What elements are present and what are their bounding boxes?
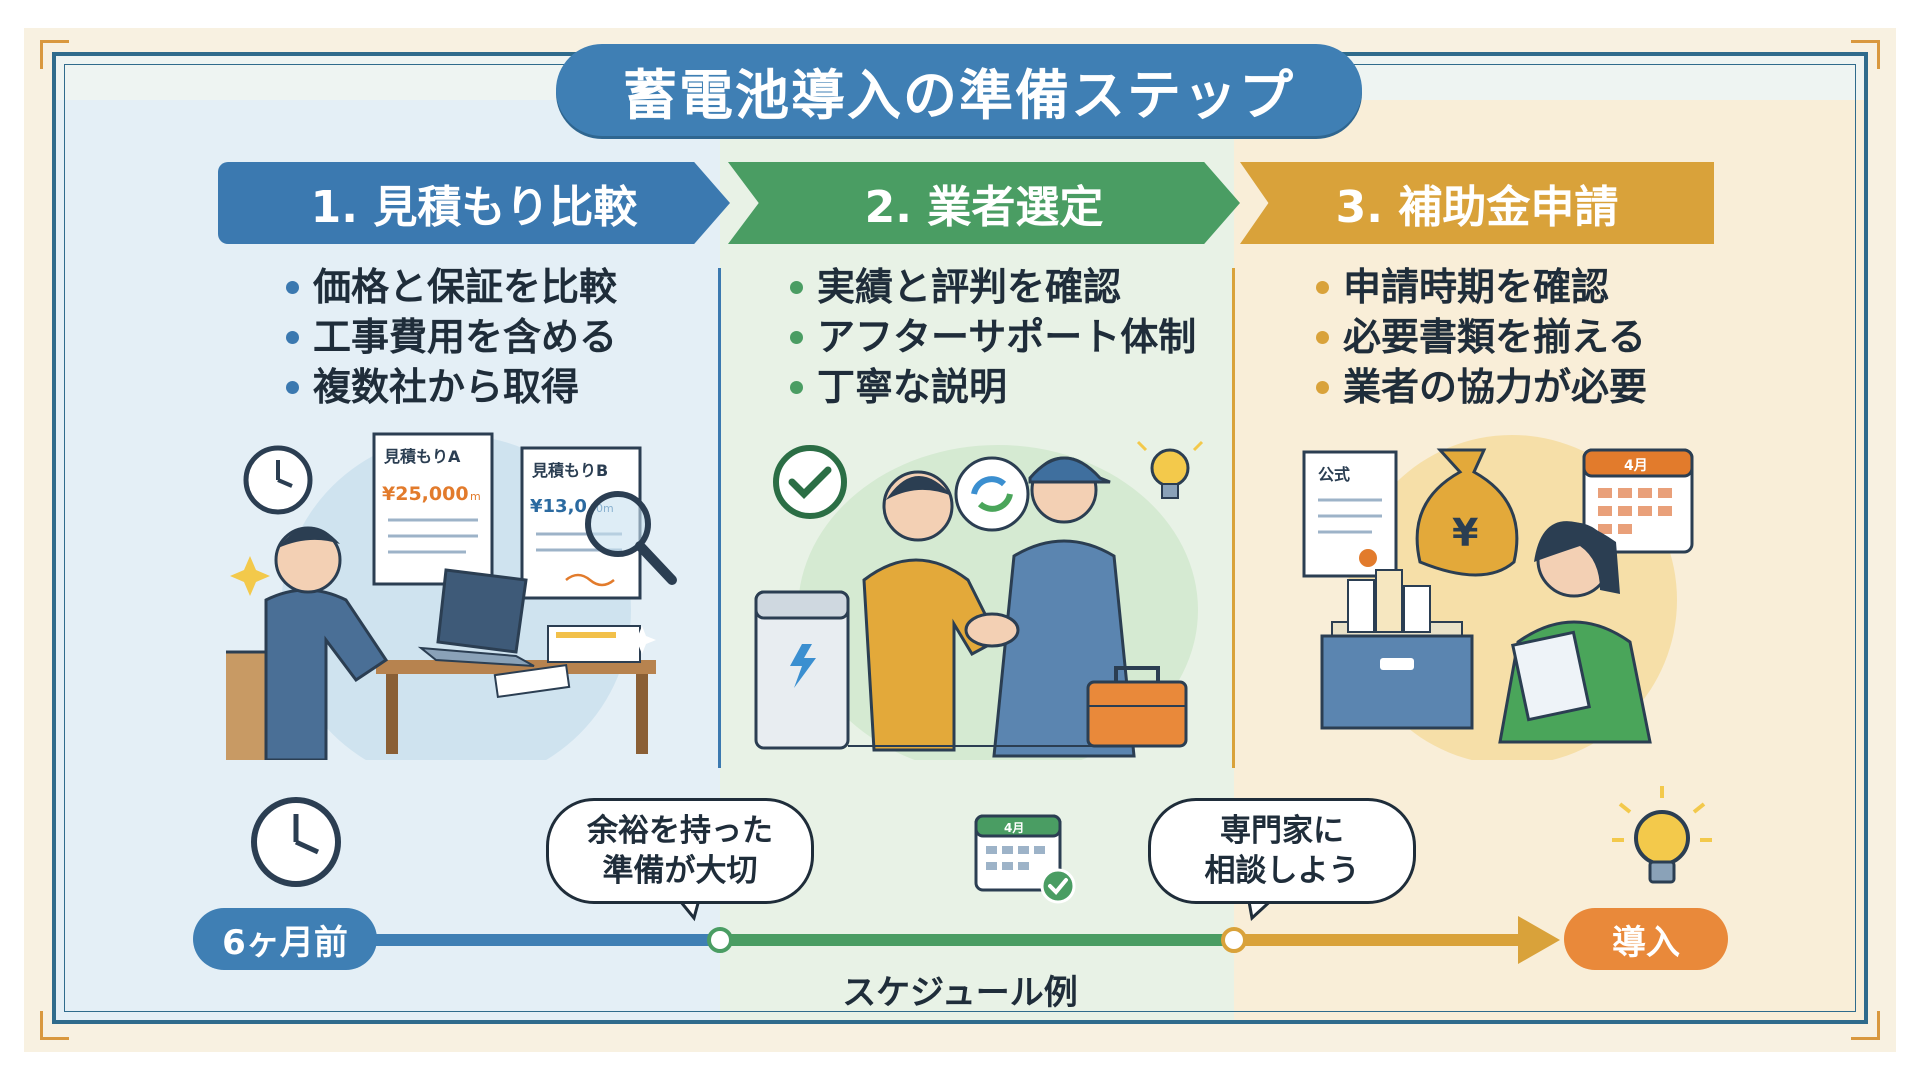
step3-banner: 3. 補助金申請 <box>1240 162 1714 244</box>
bullet-text: 業者の協力が必要 <box>1343 365 1648 409</box>
bullet-item: アフターサポート体制 <box>790 312 1196 362</box>
corner-ornament <box>1851 40 1880 69</box>
bullet-text: 価格と保証を比較 <box>313 265 618 309</box>
bullet-text: 申請時期を確認 <box>1343 265 1610 309</box>
bubble2-line2: 相談しよう <box>1204 853 1360 889</box>
signature-mark <box>565 573 615 587</box>
woman-reading-icon <box>1498 521 1652 744</box>
toolbox-icon <box>1086 666 1188 748</box>
check-circle-icon <box>773 445 847 519</box>
schedule-label: スケジュール例 <box>842 973 1078 1013</box>
customer-figure-icon <box>862 470 1000 752</box>
doc-a-title: 見積もりA <box>383 447 461 466</box>
bullet-item: 実績と評判を確認 <box>790 262 1196 312</box>
bullet-dot-icon <box>286 280 299 294</box>
sparkle-icon <box>230 556 656 654</box>
estimate-document-a: 見積もりA ¥25,000 m <box>372 432 494 586</box>
person-comparing-icon <box>226 526 389 760</box>
speech-bubble-consult: 専門家に 相談しよう <box>1148 798 1416 904</box>
corner-ornament <box>40 40 69 69</box>
bullet-dot-icon <box>790 380 803 394</box>
bullet-dot-icon <box>286 380 299 394</box>
bubble1-line2: 準備が大切 <box>602 853 758 889</box>
paper-stack-icon <box>493 625 641 699</box>
handshake-icon <box>964 612 1020 648</box>
step3-illustration: 公式 ¥ 4月 <box>1292 430 1732 760</box>
bullet-dot-icon <box>790 280 803 294</box>
speech-logo-icon <box>954 456 1030 532</box>
document-label: 公式 <box>1318 465 1350 484</box>
stamp-seal <box>1359 549 1377 567</box>
bullet-dot-icon <box>790 330 803 344</box>
bullet-item: 複数社から取得 <box>286 362 617 412</box>
bullet-item: 申請時期を確認 <box>1316 262 1647 312</box>
bullet-dot-icon <box>1316 330 1329 344</box>
timeline-start-pill: 6ヶ月前 <box>193 908 377 970</box>
bullet-item: 工事費用を含める <box>286 312 617 362</box>
speech-bubble-preparation: 余裕を持った 準備が大切 <box>546 798 814 904</box>
doc-b-price: ¥13,0 <box>530 496 587 517</box>
bullet-item: 丁寧な説明 <box>790 362 1196 412</box>
document-icon: 公式 <box>1302 450 1398 578</box>
bubble1-line1: 余裕を持った <box>587 813 773 849</box>
bullet-item: 業者の協力が必要 <box>1316 362 1647 412</box>
doc-a-unit: m <box>470 490 481 503</box>
bullet-dot-icon <box>1316 280 1329 294</box>
desk-icon <box>376 660 656 754</box>
battery-unit-icon <box>754 590 850 750</box>
lightbulb-icon <box>1136 440 1204 499</box>
corner-ornament <box>40 1011 69 1040</box>
page-title: 蓄電池導入の準備ステップ <box>556 44 1362 136</box>
bullet-text: 丁寧な説明 <box>817 365 1008 409</box>
bullet-text: 実績と評判を確認 <box>817 265 1122 309</box>
bullet-item: 価格と保証を比較 <box>286 262 617 312</box>
calendar-icon: 4月 <box>1582 448 1694 554</box>
money-bag-symbol: ¥ <box>1452 511 1478 555</box>
step1-illustration: 見積もりA ¥25,000 m 見積もりB ¥13,0 0m <box>226 420 696 760</box>
magnifier-icon <box>585 491 677 585</box>
bullet-text: 必要書類を揃える <box>1343 315 1646 359</box>
bullet-text: 複数社から取得 <box>313 365 580 409</box>
bullet-text: アフターサポート体制 <box>817 315 1197 359</box>
step3-bullet-list: 申請時期を確認 必要書類を揃える 業者の協力が必要 <box>1316 262 1647 412</box>
clock-icon <box>243 445 313 515</box>
estimate-document-b: 見積もりB ¥13,0 0m <box>520 446 642 600</box>
corner-ornament <box>1851 1011 1880 1040</box>
money-bag-icon: ¥ <box>1415 448 1519 577</box>
bullet-item: 必要書類を揃える <box>1316 312 1647 362</box>
laptop-icon <box>417 568 535 667</box>
step1-bullet-list: 価格と保証を比較 工事費用を含める 複数社から取得 <box>286 262 617 412</box>
bubble2-line1: 専門家に <box>1220 813 1344 849</box>
step2-illustration <box>748 420 1228 760</box>
doc-a-price: ¥25,000 <box>382 483 469 505</box>
calendar-month: 4月 <box>1624 458 1648 474</box>
step2-bullet-list: 実績と評判を確認 アフターサポート体制 丁寧な説明 <box>790 262 1196 412</box>
timeline-end-pill: 導入 <box>1564 908 1728 970</box>
bullet-dot-icon <box>1316 380 1329 394</box>
column-divider <box>718 268 721 768</box>
bullet-dot-icon <box>286 330 299 344</box>
step2-banner: 2. 業者選定 <box>728 162 1240 244</box>
step1-banner: 1. 見積もり比較 <box>218 162 730 244</box>
column-divider <box>1232 268 1235 768</box>
doc-b-title: 見積もりB <box>531 461 608 480</box>
file-box-icon <box>1320 569 1474 730</box>
bullet-text: 工事費用を含める <box>313 315 618 359</box>
